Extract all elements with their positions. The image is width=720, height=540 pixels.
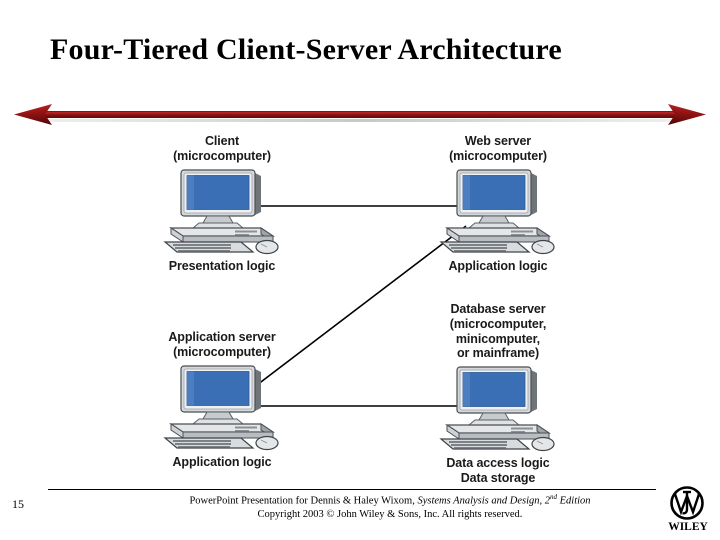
wiley-wordmark: WILEY bbox=[668, 521, 708, 533]
footer-credit: PowerPoint Presentation for Dennis & Hal… bbox=[110, 493, 670, 521]
desktop-computer-icon bbox=[163, 168, 279, 254]
node-caption-client: Presentation logic bbox=[168, 258, 276, 273]
diagram-node-client[interactable]: Client (microcomputer) bbox=[148, 134, 296, 273]
node-caption-application-server: Application logic bbox=[172, 454, 272, 469]
footer-divider bbox=[48, 489, 656, 490]
page-number: 15 bbox=[12, 497, 24, 511]
node-caption-database-server: Data access logic Data storage bbox=[446, 456, 550, 485]
footer-line-1-prefix: PowerPoint Presentation for Dennis & Hal… bbox=[189, 495, 418, 507]
diagram-connectors bbox=[252, 205, 467, 407]
node-caption-web-server: Application logic bbox=[448, 258, 548, 273]
architecture-diagram: Client (microcomputer) bbox=[0, 128, 720, 485]
monitor-screen bbox=[186, 174, 250, 210]
monitor-screen bbox=[186, 370, 250, 406]
monitor-screen bbox=[462, 372, 526, 407]
wiley-logo: WILEY bbox=[662, 484, 714, 536]
monitor-screen bbox=[462, 174, 526, 210]
divider-arrow bbox=[0, 100, 720, 128]
node-label-database-server: Database server (microcomputer, minicomp… bbox=[449, 302, 547, 361]
footer-book-title: Systems Analysis and Design, 2 bbox=[417, 495, 550, 507]
node-label-application-server: Application server (microcomputer) bbox=[168, 330, 276, 359]
diagram-node-database-server[interactable]: Database server (microcomputer, minicomp… bbox=[424, 302, 572, 486]
footer-edition-tail: Edition bbox=[557, 495, 591, 507]
desktop-computer-icon bbox=[439, 366, 555, 452]
node-label-web-server: Web server (microcomputer) bbox=[449, 134, 547, 163]
node-label-client: Client (microcomputer) bbox=[173, 134, 271, 163]
desktop-computer-icon bbox=[439, 168, 555, 254]
diagram-node-application-server[interactable]: Application server (microcomputer) bbox=[148, 330, 296, 469]
link-web-server-application-server bbox=[252, 225, 467, 389]
desktop-computer-icon bbox=[163, 364, 279, 450]
page-title: Four-Tiered Client-Server Architecture bbox=[50, 33, 562, 66]
footer-line-2: Copyright 2003 © John Wiley & Sons, Inc.… bbox=[257, 508, 523, 520]
footer-line-1: PowerPoint Presentation for Dennis & Hal… bbox=[110, 493, 670, 508]
wiley-circle bbox=[670, 486, 704, 520]
diagram-node-web-server[interactable]: Web server (microcomputer) bbox=[424, 134, 572, 273]
footer-edition-ordinal: nd bbox=[550, 493, 557, 501]
red-double-arrow-icon bbox=[14, 104, 706, 125]
